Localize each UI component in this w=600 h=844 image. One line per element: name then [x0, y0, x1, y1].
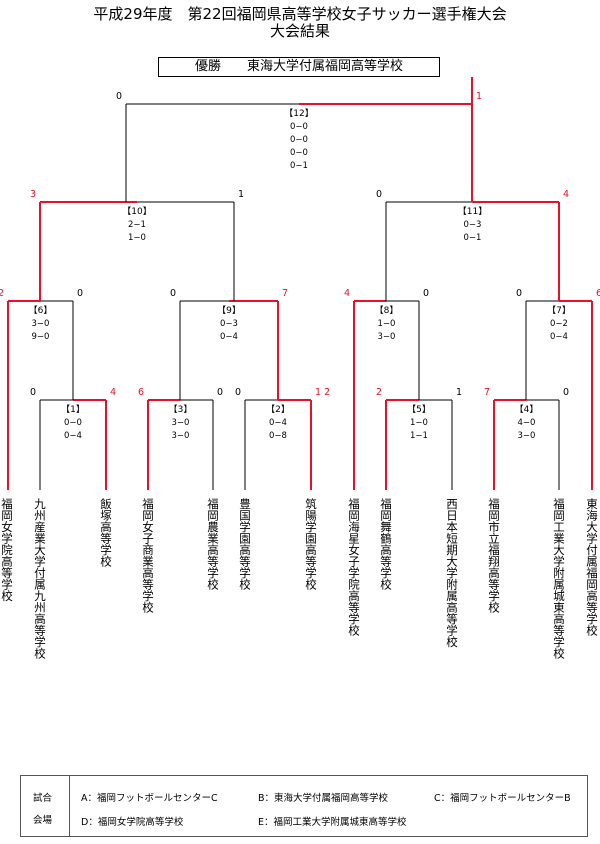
score-label: 0 — [116, 91, 122, 102]
score-label: 1 2 — [315, 387, 330, 398]
team-name: 福岡工業大学附属城東高等学校 — [552, 498, 566, 659]
match-id: 【5】 — [407, 404, 431, 415]
match-score: 1−1 — [410, 431, 428, 441]
score-label: 2 — [376, 387, 382, 398]
match-id: 【11】 — [458, 206, 487, 217]
match-score: 3−0 — [172, 431, 190, 441]
match-id: 【9】 — [217, 305, 241, 316]
score-label: 0 — [376, 189, 382, 200]
score-label: 1 2 — [0, 288, 4, 299]
team-name: 福岡海星女子学院高等学校 — [347, 498, 361, 636]
team-name: 西日本短期大学附属高等学校 — [445, 498, 459, 648]
team-name: 福岡舞鶴高等学校 — [379, 498, 393, 590]
team-name: 福岡女学院高等学校 — [0, 498, 14, 602]
team-name: 筑陽学園高等学校 — [304, 498, 318, 590]
match-score: 0−2 — [550, 319, 568, 329]
champion-box: 優勝 東海大学付属福岡高等学校 — [158, 57, 440, 77]
match-score: 0−0 — [290, 122, 308, 132]
match-score: 1−0 — [378, 319, 396, 329]
match-id: 【1】 — [61, 404, 85, 415]
match-score: 0−0 — [290, 135, 308, 145]
score-label: 0 — [516, 288, 522, 299]
match-score: 3−0 — [518, 431, 536, 441]
venue-e: E：福岡工業大学附属城東高等学校 — [258, 817, 407, 828]
champion-label: 優勝 — [194, 59, 221, 74]
match-score: 0−3 — [464, 220, 482, 230]
page-title: 平成29年度 第22回福岡県高等学校女子サッカー選手権大会 — [93, 5, 507, 23]
venue-label: 会場 — [33, 815, 53, 826]
score-label: 0 — [563, 387, 569, 398]
score-label: 0 — [170, 288, 176, 299]
match-score: 1−0 — [410, 418, 428, 428]
score-label: 0 — [423, 288, 429, 299]
match-id: 【7】 — [547, 305, 571, 316]
match-score: 1−0 — [128, 233, 146, 243]
match-score: 0−8 — [269, 431, 287, 441]
match-id: 【8】 — [375, 305, 399, 316]
team-name: 豊国学園高等学校 — [238, 498, 252, 590]
match-score: 0−0 — [290, 148, 308, 158]
team-name: 福岡市立福翔高等学校 — [487, 498, 501, 613]
match-id: 【2】 — [266, 404, 290, 415]
match-score: 2−1 — [128, 220, 146, 230]
score-label: 1 — [238, 189, 244, 200]
score-label: 1 — [456, 387, 462, 398]
score-label: 4 — [563, 189, 569, 200]
match-id: 【10】 — [122, 206, 151, 217]
team-name: 福岡農業高等学校 — [206, 498, 220, 590]
match-score: 3−0 — [172, 418, 190, 428]
team-name: 東海大学付属福岡高等学校 — [585, 498, 599, 636]
match-score: 0−4 — [550, 332, 568, 342]
venue-divider — [69, 776, 70, 836]
score-label: 6 — [596, 288, 600, 299]
score-label: 3 — [30, 189, 36, 200]
venue-label: 試合 — [33, 793, 53, 804]
match-score: 3−0 — [32, 319, 50, 329]
team-name: 飯塚高等学校 — [99, 498, 113, 567]
match-id: 【12】 — [284, 108, 313, 119]
match-score: 0−0 — [64, 418, 82, 428]
match-id: 【6】 — [29, 305, 53, 316]
score-label: 1 — [476, 91, 482, 102]
score-label: 7 — [282, 288, 288, 299]
venue-b: B：東海大学付属福岡高等学校 — [258, 793, 389, 804]
match-score: 0−3 — [220, 319, 238, 329]
venue-d: D：福岡女学院高等学校 — [81, 817, 184, 828]
venue-a: A：福岡フットボールセンターC — [81, 793, 218, 804]
score-label: 0 — [217, 387, 223, 398]
match-score: 0−4 — [64, 431, 82, 441]
match-score: 0−1 — [464, 233, 482, 243]
page-subtitle: 大会結果 — [269, 22, 330, 40]
match-score: 4−0 — [518, 418, 536, 428]
score-label: 7 — [484, 387, 490, 398]
match-score: 0−4 — [269, 418, 287, 428]
match-score: 3−0 — [378, 332, 396, 342]
score-label: 4 — [344, 288, 350, 299]
champion-name: 東海大学付属福岡高等学校 — [247, 59, 404, 74]
match-score: 9−0 — [32, 332, 50, 342]
score-label: 0 — [30, 387, 36, 398]
score-label: 0 — [235, 387, 241, 398]
team-name: 九州産業大学付属九州高等学校 — [33, 498, 47, 659]
venue-legend: 試合 会場 A：福岡フットボールセンターC B：東海大学付属福岡高等学校 C：福… — [20, 775, 588, 837]
match-id: 【4】 — [515, 404, 539, 415]
score-label: 0 — [77, 288, 83, 299]
score-label: 6 — [138, 387, 144, 398]
venue-c: C：福岡フットボールセンターB — [434, 793, 571, 804]
match-score: 0−4 — [220, 332, 238, 342]
match-id: 【3】 — [169, 404, 193, 415]
match-score: 0−1 — [290, 161, 308, 171]
team-name: 福岡女子商業高等学校 — [141, 498, 155, 613]
score-label: 4 — [110, 387, 116, 398]
